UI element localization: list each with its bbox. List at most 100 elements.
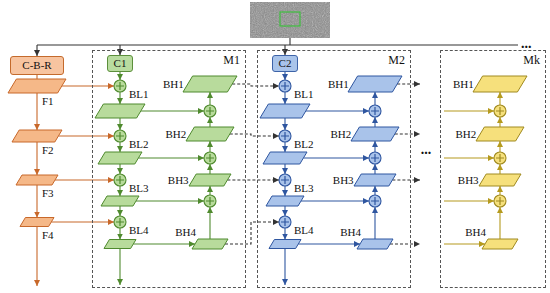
sum-circle (114, 174, 126, 186)
sum-circle (204, 195, 216, 207)
flow-line (58, 135, 114, 136)
feature-label: BH4 (175, 226, 196, 238)
plus-sign (116, 132, 124, 140)
plus-sign (371, 107, 379, 115)
flow-line (36, 75, 37, 79)
feature-map (266, 196, 304, 206)
flow-line (444, 110, 494, 111)
flow-line (499, 186, 500, 195)
flow-line (499, 207, 500, 239)
flow-line (499, 141, 500, 152)
feature-label: F3 (42, 187, 54, 199)
flow-line (36, 227, 37, 287)
flow-line (51, 221, 114, 222)
sum-node (369, 152, 381, 164)
plus-sign (116, 218, 124, 226)
conv-box: C2 (272, 55, 298, 72)
feature-label: BH4 (465, 226, 486, 238)
plus-sign (281, 176, 289, 184)
sum-node (494, 195, 506, 207)
flow-line (119, 92, 120, 104)
feature-map (357, 239, 393, 249)
flow-line (209, 207, 210, 239)
module-label: M1 (223, 54, 240, 67)
plus-sign (281, 132, 289, 140)
flow-line (141, 110, 204, 111)
feature-map (192, 239, 228, 249)
flow-line (284, 72, 285, 80)
flow-line (284, 142, 285, 152)
feature-map (189, 174, 231, 186)
feature-map (269, 240, 301, 249)
flow-line (374, 164, 375, 174)
dashed-arrow (225, 222, 279, 244)
plus-sign (281, 218, 289, 226)
flow-line (36, 185, 37, 218)
feature-label: BH2 (330, 128, 351, 140)
flow-line (444, 200, 494, 201)
dashed-arrow (232, 84, 279, 86)
flow-line (374, 207, 375, 239)
feature-map (20, 218, 54, 227)
flow-line (119, 118, 120, 130)
plus-sign (281, 82, 289, 90)
flow-line (138, 157, 204, 158)
image-noise (250, 2, 330, 38)
feature-label: BL4 (129, 224, 149, 236)
plus-sign (116, 82, 124, 90)
flow-line (62, 85, 114, 86)
dashed-arrow (395, 133, 420, 134)
sum-circle (114, 216, 126, 228)
feature-label: BL4 (294, 224, 314, 236)
flow-line (136, 200, 204, 201)
flow-line (499, 92, 500, 105)
sum-node (279, 130, 291, 142)
conv-box: C1 (107, 55, 133, 72)
flow-line (55, 179, 114, 180)
feature-map (186, 127, 234, 141)
target-box (280, 12, 300, 26)
flow-line (119, 142, 120, 152)
flow-line (298, 243, 360, 244)
flow-line (36, 93, 37, 130)
module-label: Mk (523, 54, 540, 67)
feature-label: F4 (42, 229, 54, 241)
feature-label: BL2 (129, 138, 149, 150)
flow-line (374, 92, 375, 105)
flow-line (119, 206, 120, 216)
sum-node (114, 216, 126, 228)
sum-node (204, 105, 216, 117)
flow-line (303, 157, 369, 158)
feature-label: BH1 (328, 78, 349, 90)
flow-line (209, 186, 210, 195)
flow-line (444, 157, 494, 158)
sum-circle (204, 105, 216, 117)
flow-line (36, 142, 37, 175)
dashed-arrow (392, 179, 420, 180)
plus-sign (496, 107, 504, 115)
flow-line (36, 45, 37, 56)
feature-label: BL1 (294, 88, 314, 100)
feature-label: BL3 (294, 182, 314, 194)
sum-node (204, 195, 216, 207)
feature-label: BH2 (165, 128, 186, 140)
flow-line (374, 186, 375, 195)
plus-sign (371, 154, 379, 162)
sum-circle (279, 216, 291, 228)
flow-line (306, 110, 369, 111)
conv-block: C-B-R (10, 56, 64, 75)
flow-line (289, 38, 290, 45)
sum-node (279, 216, 291, 228)
feature-label: BH3 (168, 174, 189, 186)
sum-circle (114, 80, 126, 92)
feature-label: BH1 (163, 78, 184, 90)
feature-map (16, 175, 58, 185)
module-label: M2 (388, 54, 405, 67)
feature-map (98, 152, 142, 164)
sum-circle (494, 195, 506, 207)
feature-map (351, 127, 399, 141)
flow-line (374, 141, 375, 152)
sum-circle (279, 130, 291, 142)
line-layer (37, 38, 518, 286)
